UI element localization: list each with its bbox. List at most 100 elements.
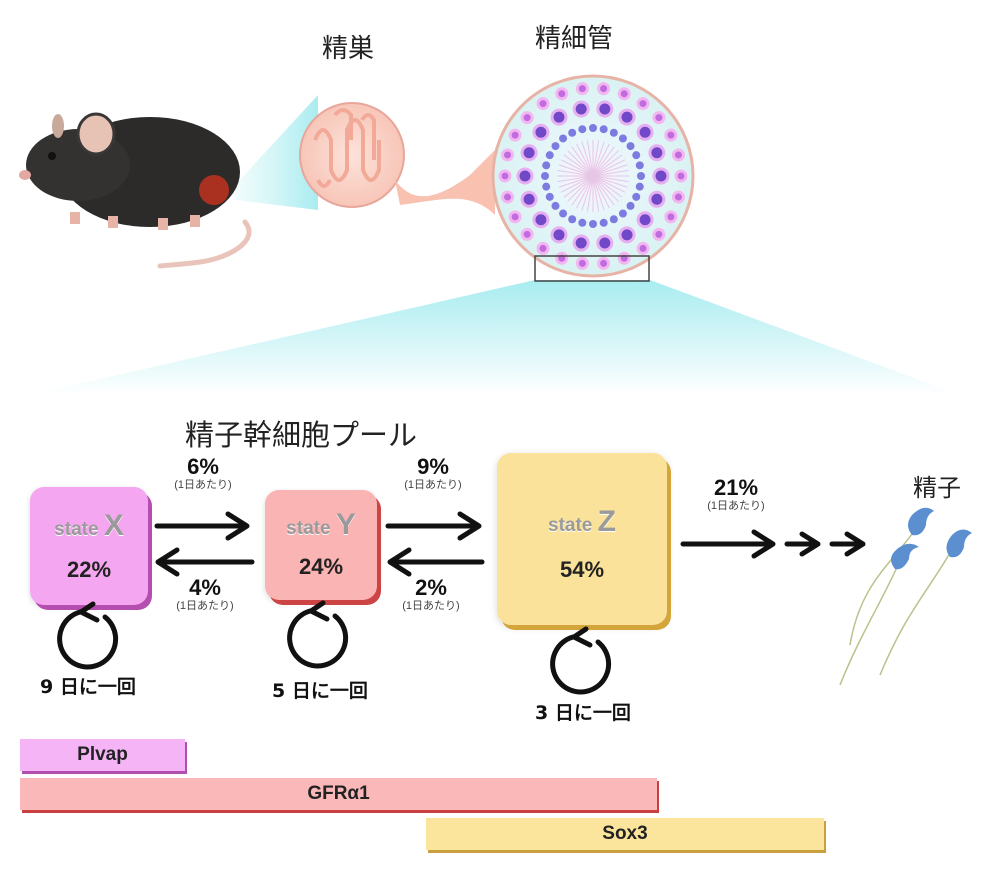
marker-label-sox3: Sox3	[602, 823, 648, 844]
tubule-cell	[596, 100, 614, 118]
state-z-box: state Z 54%	[497, 453, 667, 625]
testis-icon	[299, 102, 495, 215]
tubule-cell	[617, 87, 631, 101]
tubule-cell	[578, 218, 587, 227]
rate-x-to-y-value: 6%	[187, 454, 219, 479]
mouse-icon	[19, 112, 252, 269]
rate-z-to-sperm-value: 21%	[713, 475, 759, 500]
rate-y-to-x-value: 4%	[189, 575, 221, 600]
state-x-letter: X	[103, 509, 124, 542]
seminiferous-tubule-label: 精細管	[535, 24, 614, 54]
cycle-label-x: 9 日に一回	[40, 676, 136, 698]
tubule-cell	[671, 190, 685, 204]
tubule-cell	[572, 100, 590, 118]
tubule-cell	[545, 151, 554, 160]
tubule-cell	[575, 256, 589, 270]
tubule-cell	[520, 144, 538, 162]
tubule-cell	[516, 167, 534, 185]
marker-bar-sox3: Sox3	[426, 818, 824, 850]
seminiferous-tubule-icon	[491, 74, 695, 278]
rate-y-to-x: 4% (1日あたり)	[160, 576, 250, 613]
self-loop-y	[287, 608, 349, 669]
rate-z-to-y: 2% (1日あたり)	[386, 576, 476, 613]
tubule-cell	[597, 256, 611, 270]
tubule-cell	[520, 227, 534, 241]
tubule-cell	[550, 226, 568, 244]
rate-x-to-y: 6% (1日あたり)	[158, 455, 248, 492]
state-x-percent: 22%	[66, 557, 112, 582]
tubule-cell	[559, 134, 568, 143]
rate-z-to-y-unit: (1日あたり)	[402, 600, 460, 612]
tubule-cell	[618, 209, 627, 218]
rate-x-to-y-unit: (1日あたり)	[174, 479, 232, 491]
marker-bar-gfra1: GFRα1	[20, 778, 657, 810]
tubule-cell	[589, 124, 597, 132]
tubule-cell	[635, 161, 644, 170]
tubule-cell	[508, 128, 522, 142]
tubule-cell	[618, 134, 627, 143]
tubule-cell	[551, 142, 560, 151]
state-x-prefix: state	[54, 519, 99, 540]
tubule-cell	[536, 241, 550, 255]
tubule-cell	[545, 192, 554, 201]
stem-cell-pool-title: 精子幹細胞プール	[185, 418, 418, 452]
tubule-cell	[671, 148, 685, 162]
tubule-cell	[532, 211, 550, 229]
rate-z-to-sperm-unit: (1日あたり)	[707, 500, 765, 512]
tubule-cell	[626, 142, 635, 151]
arrow-y-to-x-head	[155, 547, 180, 577]
tubule-cell	[637, 172, 645, 180]
tubule-cell	[599, 125, 608, 134]
marker-bar-plvap: Plvap	[20, 739, 185, 771]
tubule-cell	[636, 211, 654, 229]
tubule-cell	[542, 182, 551, 191]
tubule-cell	[520, 111, 534, 125]
tubule-cell	[541, 172, 549, 180]
tubule-cell	[664, 210, 678, 224]
tubule-cell	[520, 190, 538, 208]
tubule-cell	[632, 151, 641, 160]
tubule-cell	[626, 201, 635, 210]
rate-y-to-z-value: 9%	[417, 454, 449, 479]
testis-label: 精巣	[322, 34, 375, 64]
tubule-cell	[555, 87, 569, 101]
tubule-cell	[648, 144, 666, 162]
tubule-cell	[542, 161, 551, 170]
cycle-label-z: 3 日に一回	[535, 702, 631, 724]
tubule-cell	[555, 251, 569, 265]
tubule-cell	[609, 215, 618, 224]
tubule-cell	[536, 97, 550, 111]
tubule-cell	[618, 108, 636, 126]
zoom-cone-tubule	[30, 280, 960, 395]
zoom-cone-mouse	[235, 95, 318, 210]
sperm-icon	[839, 507, 972, 686]
arrow-z-to-y-head	[387, 547, 412, 577]
tubule-cell	[618, 226, 636, 244]
rate-y-to-z: 9% (1日あたり)	[388, 455, 478, 492]
tubule-cell	[597, 82, 611, 96]
arrow-y-to-z-head	[457, 511, 482, 541]
tubule-cell	[674, 169, 688, 183]
tubule-cell	[636, 241, 650, 255]
self-loop-x	[57, 609, 119, 670]
tubule-cell	[559, 209, 568, 218]
tubule-cell	[609, 128, 618, 137]
state-y-percent: 24%	[298, 554, 344, 579]
tubule-cell	[501, 190, 515, 204]
marker-label-plvap: Plvap	[77, 744, 128, 765]
state-z-letter: Z	[597, 505, 616, 538]
rate-z-to-y-value: 2%	[415, 575, 447, 600]
tubule-cell	[636, 123, 654, 141]
tubule-cell	[652, 227, 666, 241]
tubule-cell	[551, 201, 560, 210]
tubule-cell	[632, 192, 641, 201]
cycle-label-y: 5 日に一回	[272, 680, 368, 702]
tubule-cell	[568, 128, 577, 137]
tubule-cell	[652, 111, 666, 125]
arrow-x-to-y-head	[225, 511, 250, 541]
tubule-cell	[532, 123, 550, 141]
marker-label-gfra1: GFRα1	[307, 783, 370, 804]
tubule-cell	[578, 125, 587, 134]
state-z-prefix: state	[548, 515, 593, 536]
state-y-box: state Y 24%	[265, 490, 377, 600]
